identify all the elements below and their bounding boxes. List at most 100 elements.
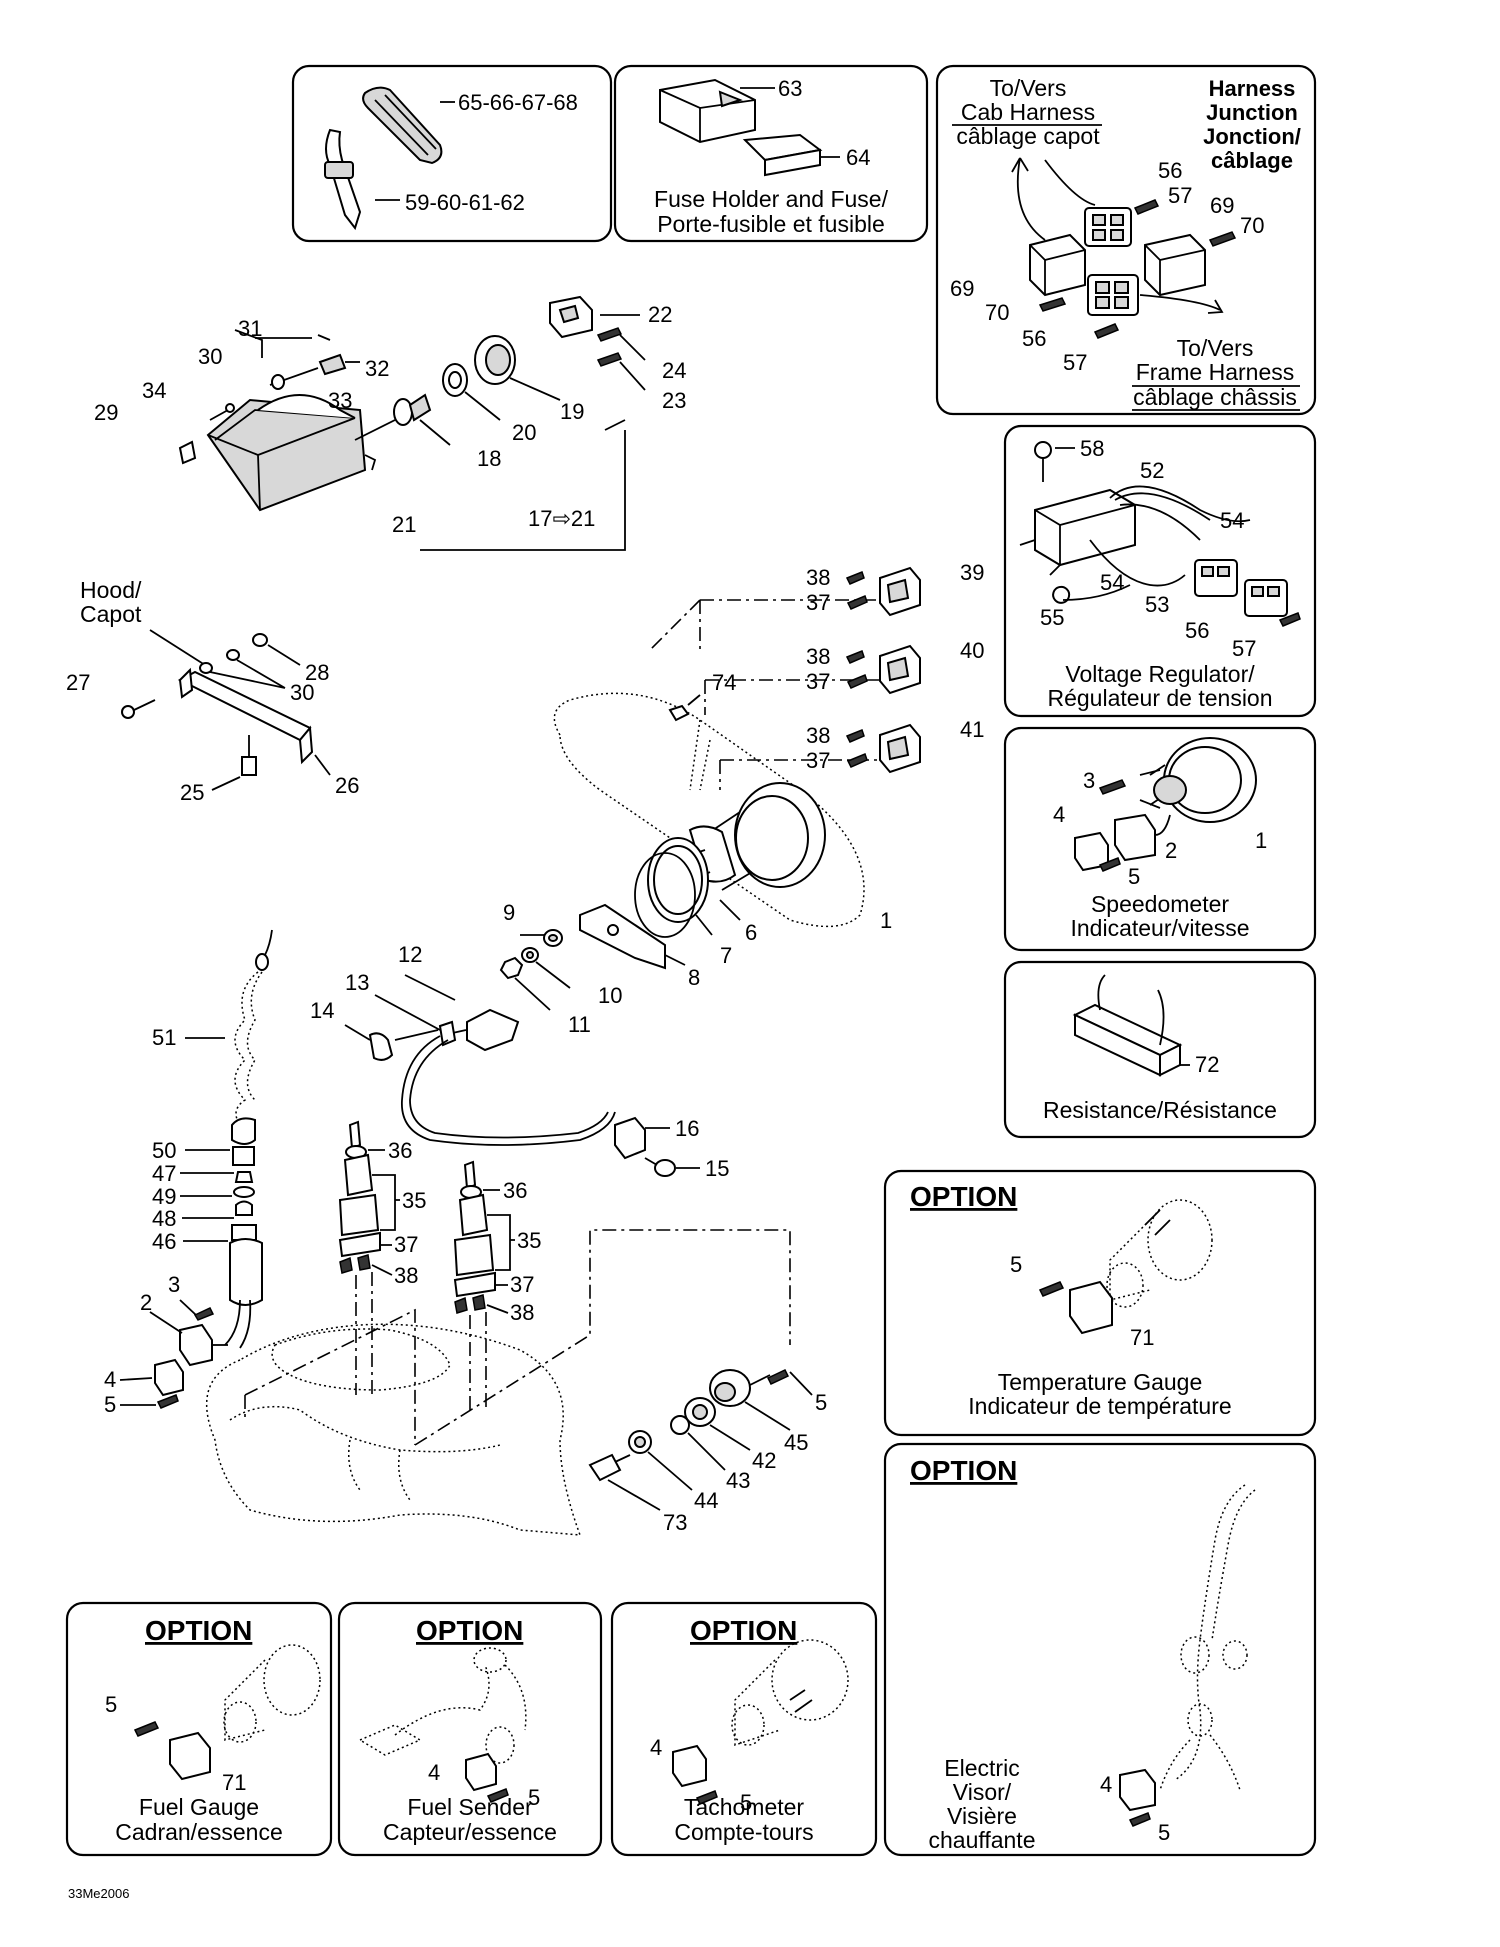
callout-65-68: 65-66-67-68 <box>458 90 578 115</box>
figure-code: 33Me2006 <box>68 1886 129 1901</box>
callout-36-right: 36 <box>503 1178 527 1203</box>
callout-51: 51 <box>152 1025 176 1050</box>
terminal-3-left <box>179 1299 215 1321</box>
speedometer-gauge <box>1139 737 1257 823</box>
callout-38-c41: 38 <box>806 723 830 748</box>
callout-2-left: 2 <box>140 1290 152 1315</box>
bracket-8 <box>579 903 686 970</box>
tacho-caption-fr: Compte-tours <box>674 1819 813 1845</box>
callout-17-21: 17⇨21 <box>528 506 595 531</box>
bolt-27 <box>121 699 156 719</box>
callout-47: 47 <box>152 1161 176 1186</box>
junction-connector-56-top <box>1084 207 1132 247</box>
box-tie-conduit <box>291 64 613 243</box>
callout-57-reg: 57 <box>1232 636 1256 661</box>
callout-7: 7 <box>720 943 732 968</box>
connector-39 <box>845 566 921 617</box>
option-title-visor: OPTION <box>910 1455 1017 1486</box>
console-outline <box>205 1323 582 1536</box>
speedo-caption-en: Speedometer <box>1091 891 1229 917</box>
callout-58: 58 <box>1080 436 1104 461</box>
callout-5-fuel-gauge: 5 <box>105 1692 117 1717</box>
washers-30 <box>199 649 286 689</box>
callout-48: 48 <box>152 1206 176 1231</box>
speedo-caption-fr: Indicateur/vitesse <box>1071 915 1250 941</box>
callout-8: 8 <box>688 965 700 990</box>
visor-caption-4: chauffante <box>928 1827 1035 1853</box>
callout-35-right: 35 <box>517 1228 541 1253</box>
callout-43: 43 <box>726 1468 750 1493</box>
callout-18: 18 <box>477 446 501 471</box>
grommet-25 <box>211 735 257 791</box>
callout-3-speedo: 3 <box>1083 768 1095 793</box>
callout-15: 15 <box>705 1156 729 1181</box>
to-cab-2: Cab Harness <box>961 99 1095 125</box>
to-cab-3: câblage capot <box>956 123 1100 149</box>
callout-37-c41: 37 <box>806 748 830 773</box>
callout-28: 28 <box>305 660 329 685</box>
voltage-regulator-unit <box>1019 485 1251 587</box>
bracket-26 <box>177 667 314 765</box>
callout-37-left: 37 <box>394 1232 418 1257</box>
callout-31: 31 <box>238 316 262 341</box>
callout-5-ignition: 5 <box>815 1390 827 1415</box>
callout-10: 10 <box>598 983 622 1008</box>
visor-caption-1: Electric <box>944 1755 1019 1781</box>
switch-35-left <box>338 1120 400 1276</box>
option-title-temperature: OPTION <box>910 1181 1017 1212</box>
fuel-sender-caption-en: Fuel Sender <box>407 1794 533 1820</box>
callout-21: 21 <box>392 512 416 537</box>
fuse-holder-illustration <box>659 78 775 144</box>
box-option-temperature <box>883 1169 1317 1437</box>
callout-27: 27 <box>66 670 90 695</box>
fuel-sender-illustration <box>358 1647 527 1803</box>
callout-38-right: 38 <box>510 1300 534 1325</box>
callout-74: 74 <box>712 670 736 695</box>
callout-19: 19 <box>560 399 584 424</box>
box-fuse-holder <box>613 64 929 243</box>
to-frame-2: Frame Harness <box>1136 359 1294 385</box>
callout-13: 13 <box>345 970 369 995</box>
box-option-fuel-gauge <box>65 1601 333 1857</box>
callout-41: 41 <box>960 717 984 742</box>
junction-title-1: Harness <box>1209 76 1296 101</box>
screw-34 <box>209 403 235 421</box>
washer-43 <box>670 1415 726 1471</box>
callout-45: 45 <box>784 1430 808 1455</box>
washer-10 <box>521 947 571 989</box>
speedometer-main <box>688 782 826 891</box>
callout-63: 63 <box>778 76 802 101</box>
fuel-sender-caption-fr: Capteur/essence <box>383 1819 557 1845</box>
callout-11: 11 <box>568 1012 591 1037</box>
junction-connector-69-right <box>1144 233 1206 297</box>
key-73 <box>588 1453 661 1511</box>
headlamp-21 <box>206 394 406 512</box>
callout-56-top: 56 <box>1158 158 1182 183</box>
visor-cable <box>1159 1484 1256 1791</box>
callout-33: 33 <box>328 388 352 413</box>
callout-38-c40: 38 <box>806 644 830 669</box>
temperature-gauge <box>1106 1199 1213 1308</box>
speedometer-ring-6 <box>647 837 709 923</box>
box-option-tachometer <box>610 1601 878 1857</box>
callout-42: 42 <box>752 1448 776 1473</box>
seal-20 <box>442 363 501 421</box>
connector-41 <box>845 723 921 774</box>
clip-16 <box>614 1116 670 1160</box>
coiled-cord-51 <box>185 929 273 1126</box>
callout-38-left: 38 <box>394 1263 418 1288</box>
bolt-58 <box>1034 441 1075 482</box>
callout-29: 29 <box>94 400 118 425</box>
callout-70-right: 70 <box>1240 213 1264 238</box>
callout-4-tacho: 4 <box>650 1735 662 1760</box>
visor-caption-2: Visor/ <box>953 1779 1012 1805</box>
junction-title-3: Jonction/ <box>1203 124 1301 149</box>
callout-5-fuel-sender: 5 <box>528 1785 540 1810</box>
tachometer-illustration <box>672 1639 849 1805</box>
dashed-leaders-top <box>649 599 880 791</box>
adjuster-32-33 <box>269 353 360 390</box>
junction-title-2: Junction <box>1206 100 1298 125</box>
fuse-caption-fr: Porte-fusible et fusible <box>657 211 885 237</box>
callout-36-left: 36 <box>388 1138 412 1163</box>
callout-2-speedo: 2 <box>1165 838 1177 863</box>
